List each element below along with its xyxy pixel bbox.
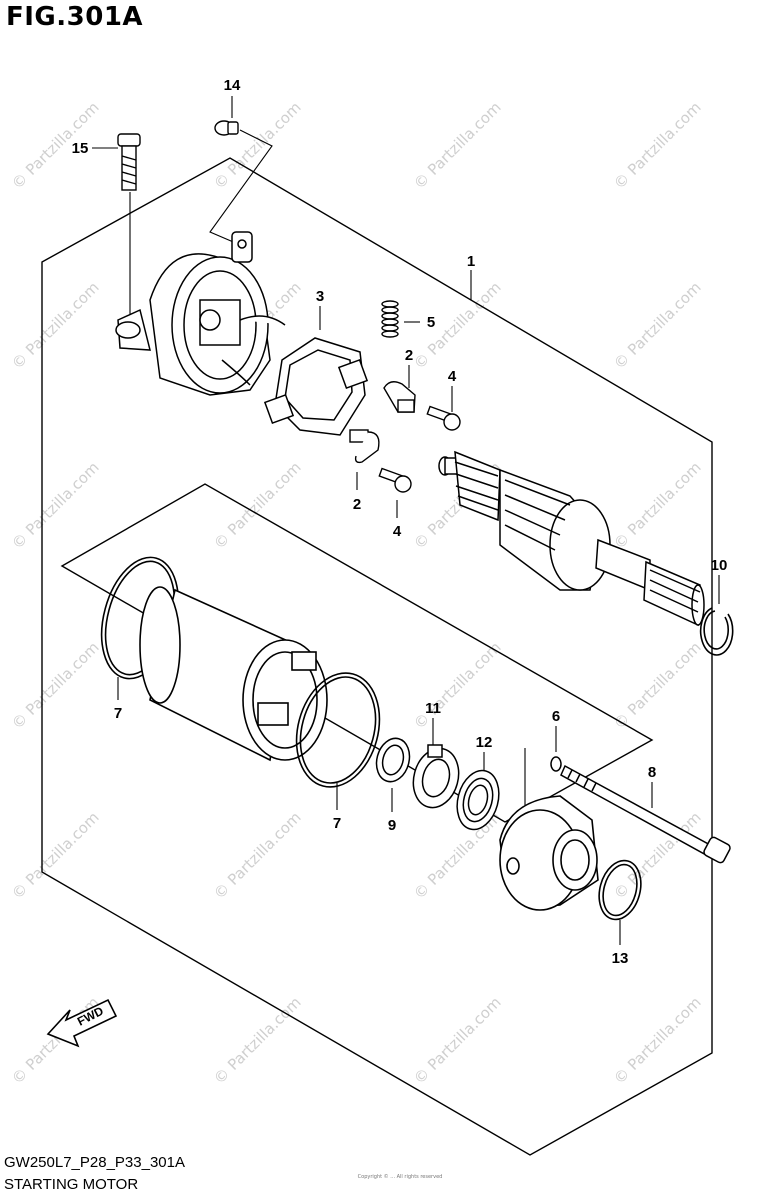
callout-10: 10 (711, 557, 728, 574)
screw-part-14 (214, 120, 239, 136)
brush-holder-part-3 (263, 337, 369, 436)
yoke-housing (139, 586, 328, 762)
callout-12: 12 (476, 734, 493, 751)
brush-part-2-lower (349, 429, 380, 464)
watermark: © Partzilla.com (8, 458, 103, 553)
circlip-part-10 (699, 607, 734, 656)
watermark: © Partzilla.com (610, 458, 705, 553)
watermark: © Partzilla.com (8, 278, 103, 373)
screw-part-4-upper (426, 405, 461, 431)
figure-code: GW250L7_P28_P33_301A (4, 1154, 185, 1171)
bolt-part-15 (117, 133, 141, 191)
watermark: © Partzilla.com (410, 98, 505, 193)
o-ring-part-7-right (295, 672, 381, 788)
callout-4-upper: 4 (448, 368, 457, 385)
spring-part-5 (381, 300, 399, 338)
watermark: © Partzilla.com (610, 278, 705, 373)
watermark: © Partzilla.com (610, 638, 705, 733)
watermark: © Partzilla.com (210, 458, 305, 553)
through-bolt-part-8 (560, 764, 731, 864)
callout-11: 11 (425, 700, 441, 717)
figure-name: STARTING MOTOR (4, 1176, 139, 1193)
callout-1: 1 (467, 253, 475, 270)
callout-13: 13 (612, 950, 629, 967)
callout-2-upper: 2 (405, 347, 413, 364)
callout-5: 5 (427, 314, 435, 331)
watermark: © Partzilla.com (410, 993, 505, 1088)
watermark: © Partzilla.com (8, 993, 103, 1088)
watermark: © Partzilla.com (8, 98, 103, 193)
screw-part-4-lower (378, 467, 412, 493)
rear-housing (115, 231, 286, 396)
watermark: © Partzilla.com (610, 98, 705, 193)
callout-2-lower: 2 (353, 496, 361, 513)
brush-part-2-upper (383, 381, 416, 413)
oil-seal-part-12 (456, 769, 500, 831)
fine-print: Copyright © ... All rights reserved (357, 1174, 443, 1180)
watermark: © Partzilla.com (610, 993, 705, 1088)
callout-15: 15 (72, 140, 89, 157)
callout-7-left: 7 (114, 705, 122, 722)
leader-lines (92, 96, 720, 945)
watermark: © Partzilla.com (8, 638, 103, 733)
washer-part-9 (375, 737, 411, 783)
watermark: © Partzilla.com (8, 808, 103, 903)
front-housing (499, 795, 599, 911)
watermark: © Partzilla.com (210, 98, 305, 193)
o-ring-part-13 (598, 859, 642, 921)
watermark: © Partzilla.com (210, 808, 305, 903)
callout-6: 6 (552, 708, 560, 725)
assembly-outline (41, 157, 713, 1156)
callout-4-lower: 4 (393, 523, 402, 540)
armature (438, 450, 705, 627)
callout-14: 14 (224, 77, 241, 94)
o-ring-part-6 (550, 756, 562, 772)
callouts: 14 15 1 3 5 2 4 2 4 10 7 11 6 12 8 7 9 1… (72, 77, 728, 967)
watermarks: © Partzilla.com © Partzilla.com © Partzi… (8, 98, 705, 1088)
watermark: © Partzilla.com (210, 993, 305, 1088)
callout-9: 9 (388, 817, 396, 834)
figure-title: FIG.301A (6, 2, 144, 32)
watermark: © Partzilla.com (410, 808, 505, 903)
callout-7-right: 7 (333, 815, 341, 832)
callout-3: 3 (316, 288, 324, 305)
watermark: © Partzilla.com (410, 638, 505, 733)
callout-8: 8 (648, 764, 656, 781)
lock-washer-part-11 (412, 744, 460, 809)
